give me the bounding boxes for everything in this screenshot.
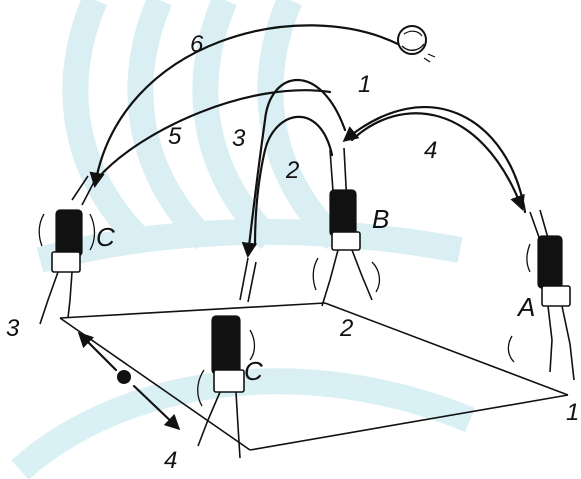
position-label-4: 4 (164, 447, 177, 474)
player-label-b: B (372, 204, 389, 234)
trajectory-label-3: 3 (232, 125, 246, 152)
trajectory-label-4: 4 (424, 137, 437, 164)
player-label-a: A (516, 292, 535, 322)
ball-in-air (397, 25, 436, 63)
position-labels: 1 2 3 4 (6, 315, 579, 474)
position-label-2: 2 (339, 315, 353, 342)
trajectory-label-6: 6 (190, 31, 204, 58)
player-b (312, 147, 381, 307)
player-a (507, 209, 575, 381)
trajectory-labels: 1 2 3 4 5 6 (168, 31, 437, 184)
player-labels: A B C C (96, 204, 535, 386)
trajectory-3 (241, 78, 347, 259)
position-swap-arrow (77, 331, 181, 431)
position-label-1: 1 (566, 399, 579, 426)
trajectory-label-5: 5 (168, 123, 182, 150)
player-label-c-left: C (96, 222, 115, 252)
trajectory-1 (342, 106, 527, 214)
player-c-left (38, 175, 96, 325)
trajectory-label-2: 2 (285, 157, 299, 184)
player-c-front (197, 257, 257, 459)
ball-trajectories (89, 24, 527, 259)
trajectory-2 (253, 115, 334, 247)
trajectory-6 (89, 24, 402, 189)
ball-on-floor (117, 370, 131, 384)
trajectory-label-1: 1 (358, 71, 371, 98)
trajectory-4 (350, 112, 525, 211)
position-label-3: 3 (6, 315, 20, 342)
trajectory-5 (96, 89, 332, 180)
watermark (11, 0, 475, 479)
player-label-c-front: C (244, 356, 263, 386)
